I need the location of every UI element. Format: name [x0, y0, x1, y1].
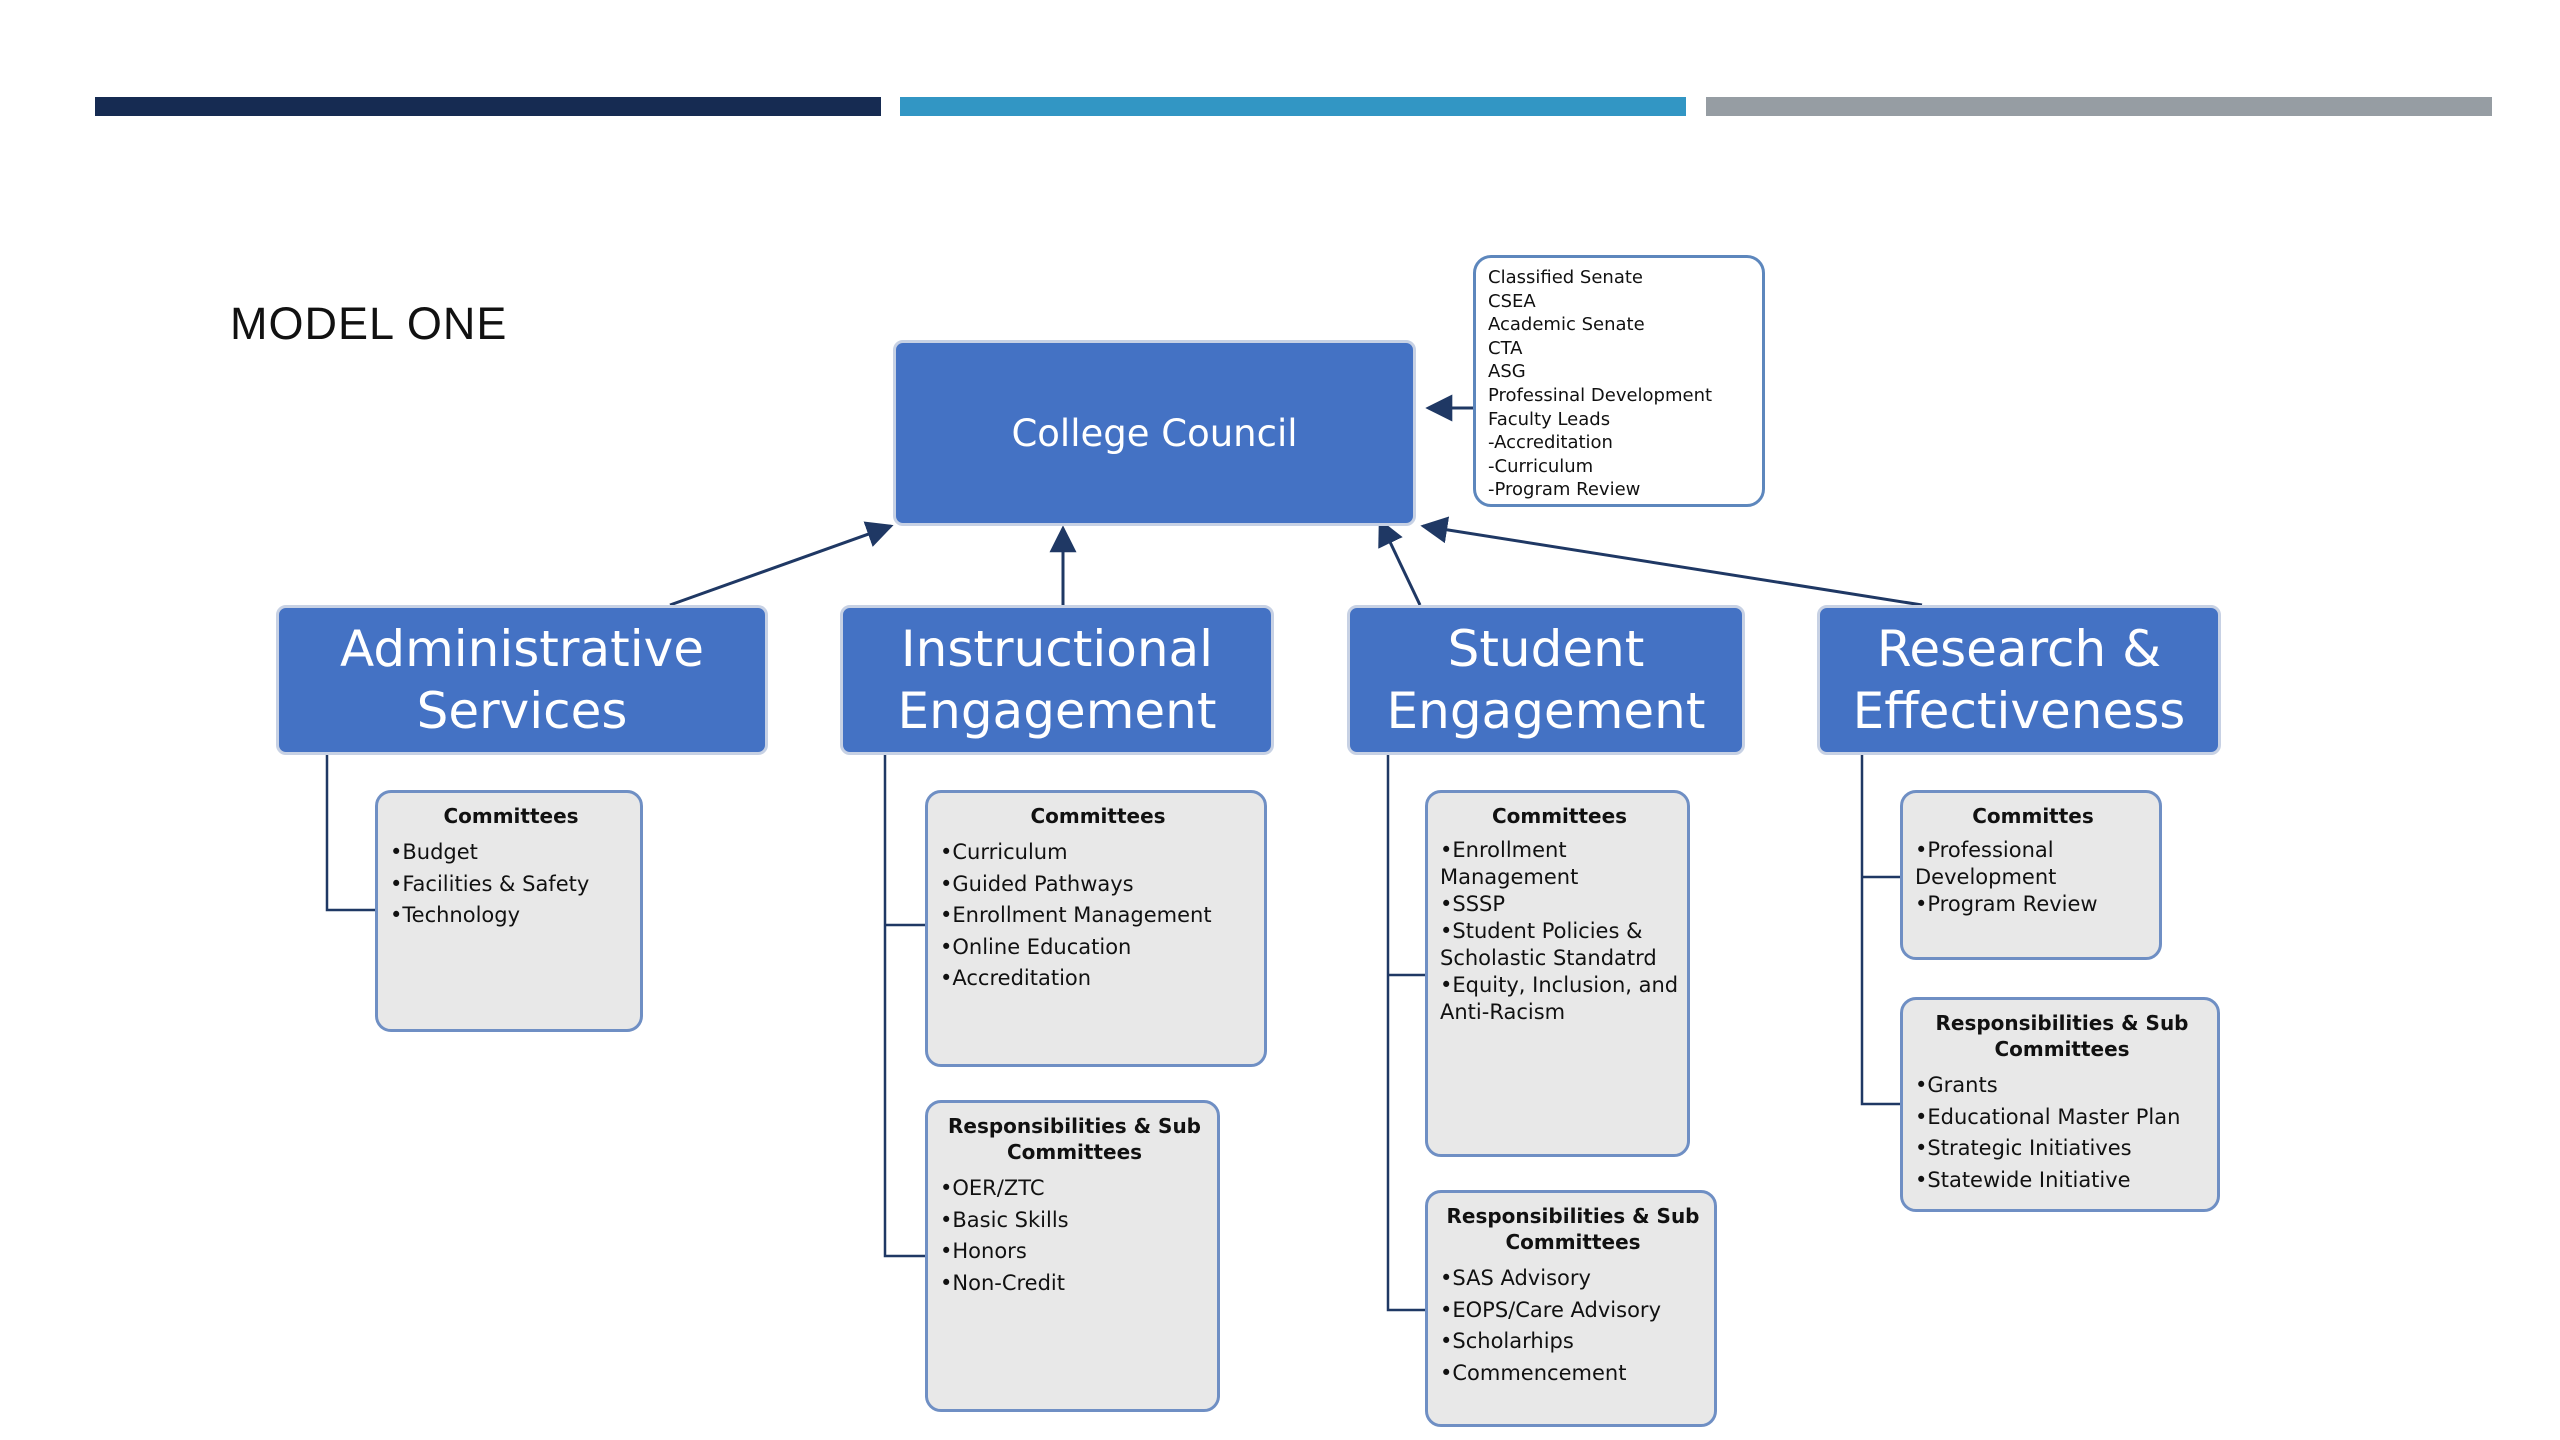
- list-item: •Facilities & Safety: [390, 871, 590, 896]
- dept-administrative-services: Administrative Services: [276, 605, 768, 755]
- list-item: •Accreditation: [940, 966, 1092, 990]
- dept-instructional-engagement: Instructional Engagement: [840, 605, 1274, 755]
- reporting-group: CTA: [1488, 337, 1523, 359]
- connector-instr: [883, 755, 925, 1258]
- list-item: •Budget: [390, 840, 478, 864]
- dept-name: Administrative Services: [340, 620, 704, 740]
- list-item: •SAS Advisory: [1440, 1266, 1591, 1290]
- list-item: •Grants: [1915, 1073, 1998, 1097]
- dept-student-engagement: Student Engagement: [1347, 605, 1745, 755]
- reporting-group: Academic Senate: [1488, 314, 1645, 336]
- dept-name: Research & Effectiveness: [1852, 620, 2186, 740]
- box-title: Responsibilities & Sub Committees: [1935, 1011, 2189, 1061]
- header-bar-gray: [1706, 97, 2492, 116]
- list-item: •Commencement: [1440, 1360, 1627, 1385]
- box-title: Committees: [1491, 804, 1628, 828]
- student-responsibilities-box: Responsibilities & Sub Committees •SAS A…: [1425, 1190, 1717, 1427]
- list-item: •Equity, Inclusion, and Anti-Racism: [1440, 973, 1679, 1024]
- list-item: •Online Education: [940, 934, 1132, 959]
- instr-responsibilities-box: Responsibilities & Sub Committees •OER/Z…: [925, 1100, 1220, 1412]
- reporting-group: -Program Review: [1488, 479, 1641, 501]
- dept-research-effectiveness: Research & Effectiveness: [1817, 605, 2221, 755]
- list-item: •Enrollment Management: [1440, 838, 1579, 889]
- student-committees-box: Committees •Enrollment Management •SSSP …: [1425, 790, 1690, 1157]
- box-title: Committees: [443, 804, 579, 828]
- list-item: •Program Review: [1915, 892, 2098, 916]
- list-item: •Student Policies & Scholastic Standatrd: [1440, 919, 1657, 970]
- box-title: Responsibilities & Sub Committees: [947, 1114, 1202, 1164]
- reporting-group: ASG: [1488, 361, 1526, 383]
- list-item: •Honors: [940, 1239, 1027, 1263]
- reporting-group: -Accreditation: [1488, 432, 1613, 454]
- list-item: •EOPS/Care Advisory: [1440, 1297, 1661, 1322]
- research-committees-box: Committes •Professional Development •Pro…: [1900, 790, 2162, 960]
- box-title: Committes: [1972, 804, 2094, 828]
- connector-student: [1386, 755, 1425, 1312]
- header-bar-navy: [95, 97, 881, 116]
- list-item: •Statewide Initiative: [1915, 1167, 2131, 1192]
- reporting-groups-box: Classified Senate CSEA Academic Senate C…: [1473, 255, 1765, 507]
- box-title: Committees: [1030, 804, 1166, 828]
- list-item: •Basic Skills: [940, 1207, 1069, 1232]
- admin-committees-box: Committees •Budget •Facilities & Safety …: [375, 790, 643, 1032]
- list-item: •SSSP: [1440, 892, 1506, 916]
- reporting-group: CSEA: [1488, 290, 1536, 312]
- page-title: MODEL ONE: [230, 298, 508, 349]
- list-item: •Technology: [390, 903, 521, 927]
- box-title: Responsibilities & Sub Committees: [1446, 1204, 1700, 1254]
- list-item: •OER/ZTC: [940, 1176, 1045, 1200]
- header-bar-blue: [900, 97, 1686, 116]
- reporting-group: -Curriculum: [1488, 455, 1594, 477]
- college-council-box: College Council: [893, 340, 1416, 526]
- connector-admin: [325, 755, 375, 912]
- list-item: •Strategic Initiatives: [1915, 1136, 2132, 1160]
- list-item: •Enrollment Management: [940, 903, 1212, 927]
- reporting-group: Professinal Development: [1488, 384, 1713, 406]
- list-item: •Scholarhips: [1440, 1329, 1574, 1353]
- list-item: •Guided Pathways: [940, 871, 1134, 896]
- dept-name: Instructional Engagement: [897, 620, 1217, 740]
- list-item: •Professional Development: [1915, 838, 2057, 889]
- list-item: •Non-Credit: [940, 1270, 1065, 1295]
- reporting-group: Classified Senate: [1488, 267, 1643, 288]
- dept-name: Student Engagement: [1386, 620, 1706, 740]
- arrow-student-to-council: [1378, 518, 1422, 606]
- connector-research: [1860, 755, 1900, 1106]
- instr-committees-box: Committees •Curriculum •Guided Pathways …: [925, 790, 1267, 1067]
- list-item: •Educational Master Plan: [1915, 1104, 2181, 1129]
- reporting-group: Faculty Leads: [1488, 408, 1611, 430]
- arrow-research-to-council: [1420, 516, 1923, 607]
- list-item: •Curriculum: [940, 840, 1068, 864]
- research-responsibilities-box: Responsibilities & Sub Committees •Grant…: [1900, 997, 2220, 1212]
- arrow-admin-to-council: [669, 521, 894, 607]
